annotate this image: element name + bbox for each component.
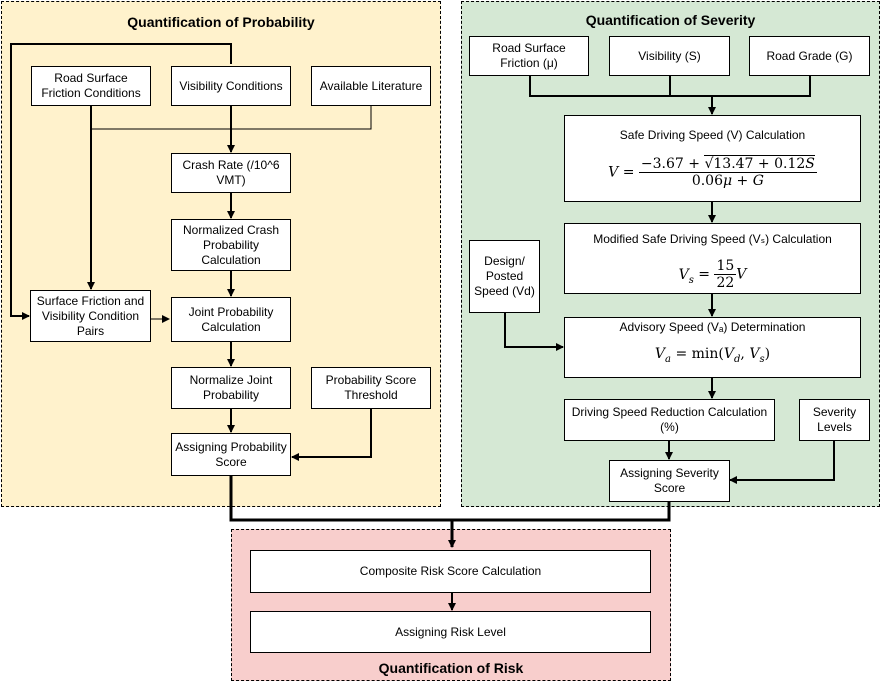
- available-literature-box: Available Literature: [311, 66, 431, 106]
- joint-probability-box: Joint Probability Calculation: [171, 297, 291, 342]
- risk-panel-title: Quantification of Risk: [378, 660, 524, 676]
- severity-levels-box: Severity Levels: [799, 399, 870, 441]
- advisory-speed-formula: Va = min(Vd, Vs): [654, 346, 771, 365]
- road-surface-friction-box: Road Surface Friction Conditions: [31, 66, 151, 106]
- surface-friction-visibility-pairs-box: Surface Friction and Visibility Conditio…: [30, 290, 151, 342]
- visibility-s-box: Visibility (S): [609, 36, 730, 76]
- crash-rate-box: Crash Rate (/10^6 VMT): [171, 153, 291, 193]
- probability-panel-title: Quantification of Probability: [127, 14, 315, 30]
- probability-score-threshold-box: Probability Score Threshold: [311, 367, 431, 409]
- safe-driving-speed-box: Safe Driving Speed (V) Calculation V = −…: [564, 115, 861, 202]
- normalize-joint-probability-box: Normalize Joint Probability: [171, 367, 291, 409]
- assigning-probability-score-box: Assigning Probability Score: [171, 433, 291, 476]
- modified-safe-speed-box: Modified Safe Driving Speed (Vₛ) Calcula…: [564, 223, 861, 294]
- advisory-speed-title: Advisory Speed (Vₐ) Determination: [619, 320, 806, 334]
- modified-safe-speed-title: Modified Safe Driving Speed (Vₛ) Calcula…: [593, 232, 832, 246]
- assigning-severity-score-box: Assigning Severity Score: [609, 460, 730, 502]
- road-grade-g-box: Road Grade (G): [749, 36, 870, 76]
- composite-risk-score-box: Composite Risk Score Calculation: [250, 550, 651, 593]
- speed-reduction-box: Driving Speed Reduction Calculation (%): [564, 399, 775, 441]
- visibility-conditions-box: Visibility Conditions: [171, 66, 291, 106]
- normalized-crash-probability-box: Normalized Crash Probability Calculation: [171, 219, 291, 271]
- severity-panel-title: Quantification of Severity: [585, 12, 756, 28]
- assigning-risk-level-box: Assigning Risk Level: [250, 611, 651, 653]
- road-surface-friction-mu-box: Road Surface Friction (μ): [469, 36, 589, 76]
- safe-speed-formula: V = −3.67 + √13.47 + 0.12S 0.06μ + G: [608, 155, 817, 189]
- safe-driving-speed-title: Safe Driving Speed (V) Calculation: [619, 128, 806, 142]
- advisory-speed-box: Advisory Speed (Vₐ) Determination Va = m…: [564, 317, 861, 378]
- design-posted-speed-box: Design/ Posted Speed (Vd): [469, 240, 540, 313]
